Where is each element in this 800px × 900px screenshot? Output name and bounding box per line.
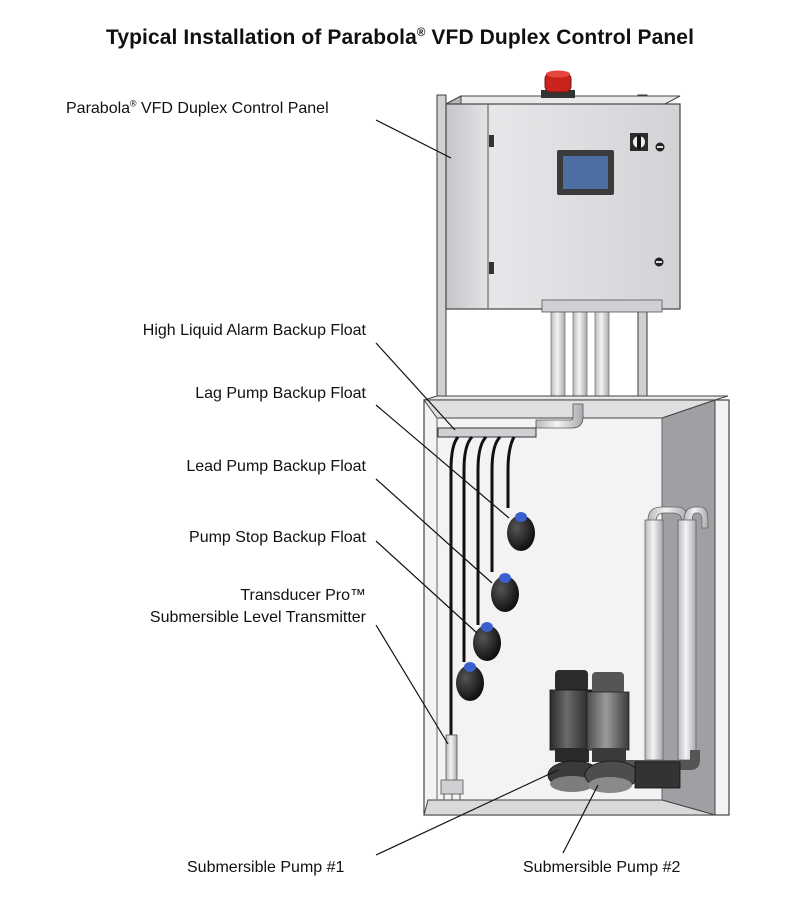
diagram-title: Typical Installation of Parabola® VFD Du…: [105, 26, 695, 49]
pump-stop-float-icon: [456, 662, 484, 701]
leader-lag-pump-float: [375, 404, 510, 519]
conduits: [550, 307, 610, 405]
high-liquid-alarm-float-icon: [507, 512, 535, 551]
control-panel-enclosure: [445, 95, 681, 313]
lead-pump-float-icon: [473, 622, 501, 661]
label-lead-pump-float: Lead Pump Backup Float: [186, 458, 366, 475]
label-pump-1: Submersible Pump #1: [187, 859, 345, 876]
label-transducer-line2: Submersible Level Transmitter: [149, 609, 366, 626]
discharge-pipes: [600, 506, 709, 770]
lag-pump-float-icon: [491, 573, 519, 612]
submersible-pump-1-icon: [547, 670, 601, 792]
leader-pump-stop-float: [375, 540, 478, 634]
label-high-liquid-alarm-float: High Liquid Alarm Backup Float: [142, 322, 366, 339]
float-bracket: [437, 403, 584, 438]
selector-switch-icon: [630, 133, 665, 267]
leader-transducer: [375, 624, 449, 745]
transducer-icon: [440, 734, 464, 800]
touchscreen-display-icon: [557, 150, 614, 195]
label-pump-stop-float: Pump Stop Backup Float: [189, 529, 366, 546]
beacon-light-icon: [541, 70, 575, 98]
leader-pump-2: [562, 784, 599, 854]
label-transducer-line1: Transducer Pro™: [240, 587, 366, 604]
leader-pump-1: [375, 769, 559, 856]
label-control-panel: Parabola® VFD Duplex Control Panel: [66, 98, 329, 117]
float-cables: [449, 435, 516, 735]
leader-high-liquid-alarm-float: [375, 342, 456, 431]
leader-control-panel: [375, 119, 452, 159]
label-lag-pump-float: Lag Pump Backup Float: [195, 385, 366, 402]
submersible-pump-2-icon: [584, 672, 681, 793]
label-pump-2: Submersible Pump #2: [523, 859, 681, 876]
leader-lines: [375, 119, 599, 856]
leader-lead-pump-float: [375, 478, 493, 584]
